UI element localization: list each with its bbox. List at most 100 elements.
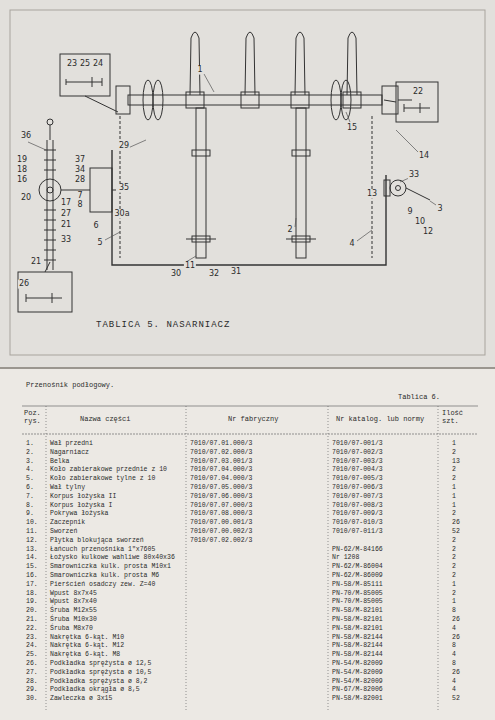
callout-number: 1 <box>196 66 203 75</box>
table-cell: 7010/07-007/3 <box>332 493 383 500</box>
leader-lines <box>28 74 436 262</box>
table-cell: Pokrywa łożyska <box>50 510 109 517</box>
table-cell: 8. <box>26 502 34 509</box>
callout-number: 30a <box>113 210 130 219</box>
callout-number: 10 <box>414 218 426 227</box>
table-cell: 21. <box>26 616 38 623</box>
table-cell: 5. <box>26 475 34 482</box>
callout-number: 6 <box>92 222 99 231</box>
table-cell: PN-58/M-82144 <box>332 642 383 649</box>
callout-number: 29 <box>118 142 130 151</box>
table-cell: 7010/07.00.002/3 <box>190 528 252 535</box>
table-cell: Smarowniczka kulk. prosta M10x1 <box>50 563 171 570</box>
front-shaft <box>128 95 382 105</box>
table-cell: 3. <box>26 458 34 465</box>
table-cell: 52 <box>452 695 460 702</box>
table-cell: 1. <box>26 440 34 447</box>
table-heading: Tablica 6. <box>398 394 440 402</box>
table-cell: Wpust 8x7x45 <box>50 590 97 597</box>
table-cell: Podkładka okrągła ø 8,5 <box>50 686 140 693</box>
table-cell: Sworzeń <box>50 528 77 535</box>
table-cell: PN-58/M-82144 <box>332 634 383 641</box>
callout-number: 3 <box>436 205 443 214</box>
table-cell: 8 <box>452 607 456 614</box>
table-cell: 4. <box>26 466 34 473</box>
left-detail <box>39 119 116 270</box>
table-cell: Wpust 8x7x40 <box>50 598 97 605</box>
callout-number: 11 <box>184 262 196 271</box>
table-cell: 1 <box>452 581 456 588</box>
table-cell: PN-58/M-82101 <box>332 607 383 614</box>
table-rules <box>22 406 478 710</box>
callout-number: 7 <box>76 192 83 201</box>
table-cell: 26 <box>452 519 460 526</box>
table-cell: 29. <box>26 686 38 693</box>
table-cell: 7010/07-010/3 <box>332 519 383 526</box>
table-cell: Nagarniacz <box>50 449 89 456</box>
table-cell: Koło zabierakowe tylne z 10 <box>50 475 155 482</box>
table-cell: Smarowniczka kulk. prosta M6 <box>50 572 159 579</box>
page-fold <box>0 367 495 369</box>
table-cell: 7. <box>26 493 34 500</box>
table-cell: Podkładka sprężysta ø 10,5 <box>50 669 151 676</box>
table-cell: PN-58/M-82144 <box>332 651 383 658</box>
callout-number: 2 <box>286 226 293 235</box>
sprockets <box>143 80 351 120</box>
callout-number: 28 <box>74 176 86 185</box>
table-cell: PN-67/M-82006 <box>332 686 383 693</box>
lower-sheet <box>0 368 495 720</box>
insets <box>18 54 438 312</box>
table-heading: Poz. rys. <box>24 410 46 425</box>
callout-number: 12 <box>422 228 434 237</box>
chain-line <box>372 116 373 258</box>
table-cell: Nakrętka 6-kąt. M8 <box>50 651 120 658</box>
table-heading: Nr katalog. lub normy <box>336 416 424 424</box>
table-cell: 2 <box>452 475 456 482</box>
table-cell: 7010/07-004/3 <box>332 466 383 473</box>
callout-number: 31 <box>230 268 242 277</box>
callout-number: 37 <box>74 156 86 165</box>
table-cell: 1 <box>452 502 456 509</box>
table-cell: 2 <box>452 466 456 473</box>
table-cell: 11. <box>26 528 38 535</box>
table-cell: Pierścień osadczy zew. Z=40 <box>50 581 155 588</box>
callout-number: 26 <box>18 280 30 289</box>
table-cell: 7010/07.05.000/3 <box>190 484 252 491</box>
table-cell: Płytka blokująca sworzeń <box>50 537 144 544</box>
table-heading: Ilość szt. <box>442 410 472 425</box>
table-cell: PN-62/M-86004 <box>332 563 383 570</box>
table-cell: 6. <box>26 484 34 491</box>
figure-caption: TABLICA 5. NASARNIACZ <box>96 320 230 330</box>
table-cell: Belka <box>50 458 70 465</box>
callout-number: 16 <box>16 176 28 185</box>
table-cell: Wał tylny <box>50 484 85 491</box>
table-cell: 7010/07-008/3 <box>332 502 383 509</box>
table-cell: Nr 1208 <box>332 554 359 561</box>
table-cell: Łańcuch przenośnika 1"x7605 <box>50 546 155 553</box>
table-cell: Śruba M12x55 <box>50 607 97 614</box>
table-cell: PN-58/M-82001 <box>332 695 383 702</box>
callout-number: 21 <box>60 221 72 230</box>
right-detail <box>384 180 430 200</box>
callout-number: 33 <box>408 171 420 180</box>
table-cell: Śruba M8x70 <box>50 625 93 632</box>
rake-assembly <box>112 32 412 265</box>
table-cell: 13. <box>26 546 38 553</box>
table-cell: PN-58/M-82101 <box>332 625 383 632</box>
table-cell: PN-70/M-85005 <box>332 590 383 597</box>
table-cell: 27. <box>26 669 38 676</box>
table-cell: 52 <box>452 528 460 535</box>
table-cell: 7010/07-003/3 <box>332 458 383 465</box>
table-cell: Łożysko kulkowe wahliwe 80x40x36 <box>50 554 175 561</box>
callout-number: 30 <box>170 270 182 279</box>
table-cell: 17. <box>26 581 38 588</box>
table-cell: 7010/07.01.000/3 <box>190 440 252 447</box>
table-cell: 30. <box>26 695 38 702</box>
callout-number: 8 <box>76 201 83 210</box>
table-cell: PN-54/M-82009 <box>332 669 383 676</box>
callout-number: 4 <box>348 240 355 249</box>
table-cell: 2 <box>452 546 456 553</box>
table-cell: 7010/07.02.000/3 <box>190 449 252 456</box>
table-cell: 4 <box>452 678 456 685</box>
